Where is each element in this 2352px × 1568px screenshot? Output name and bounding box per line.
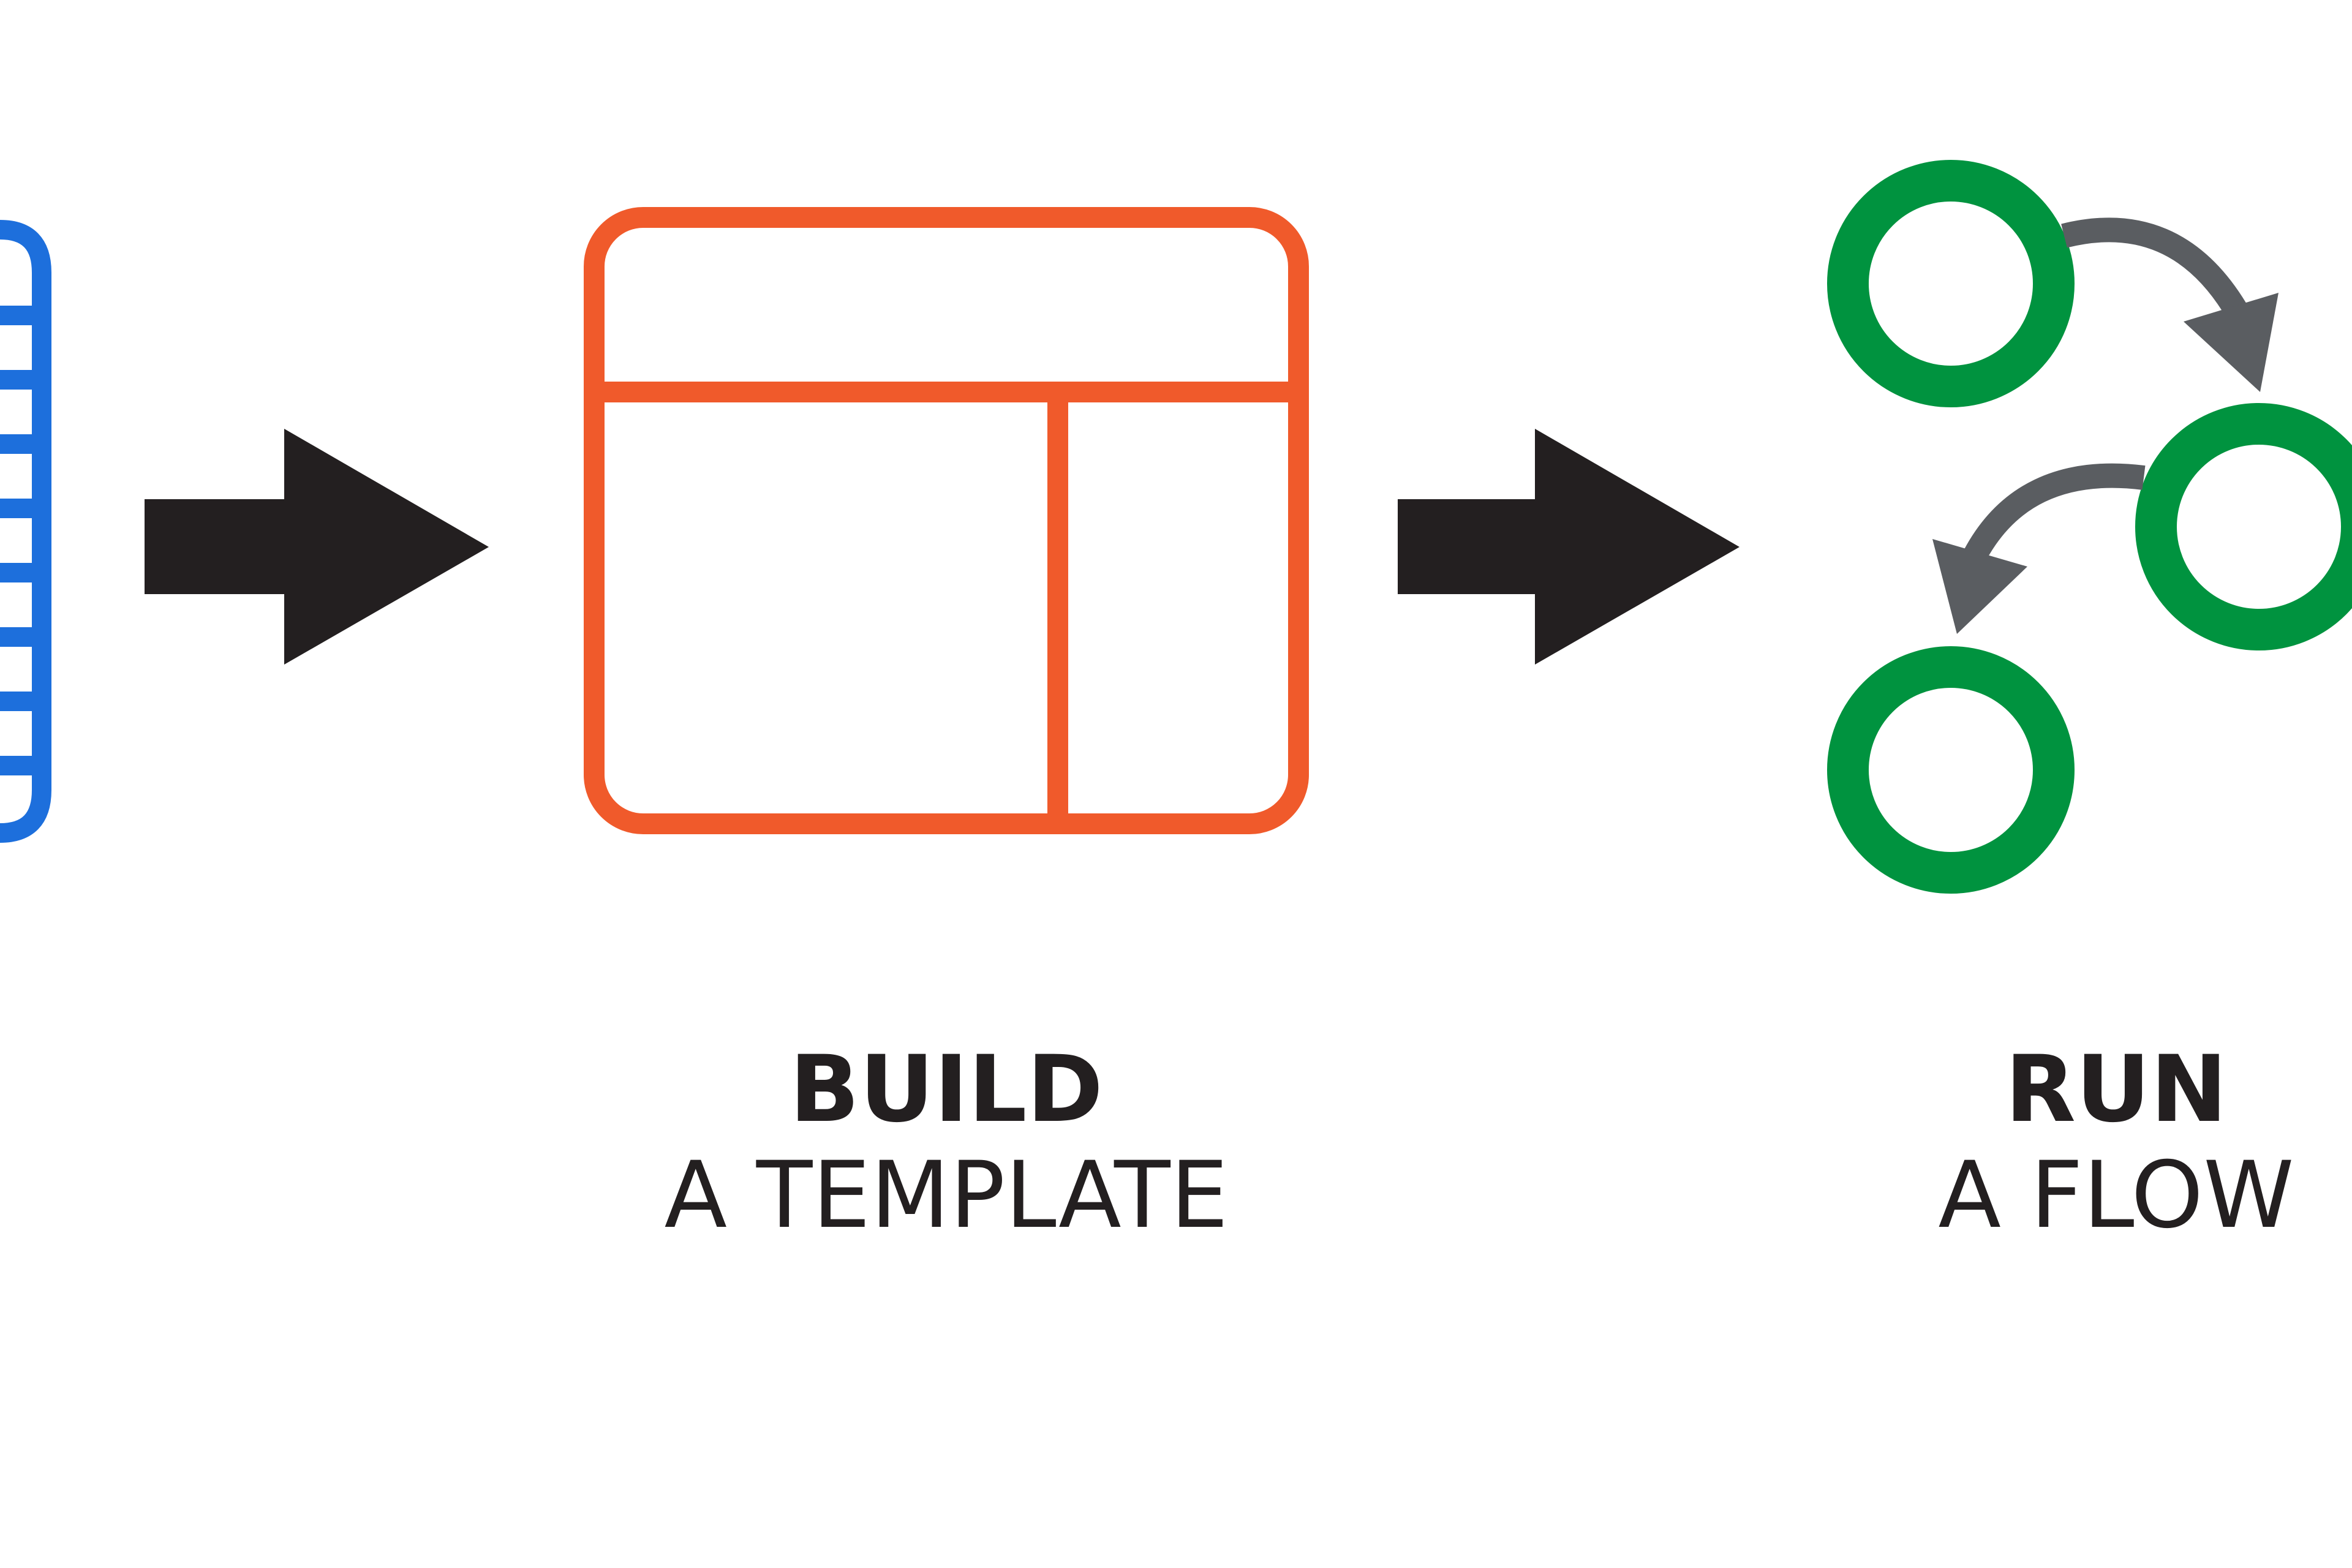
flow-arrow-down-left <box>1961 463 2146 567</box>
process-arrow-1-icon <box>145 429 489 665</box>
step-build-title: BUILD <box>790 1036 1103 1143</box>
flow-arrowhead-2 <box>1932 539 2027 634</box>
flow-nodes-icon <box>1827 160 2352 894</box>
process-arrow-2-icon <box>1398 429 1740 665</box>
step-run-title: RUN <box>2005 1036 2228 1143</box>
template-layout-icon <box>584 207 1309 834</box>
step-build-subtitle: A TEMPLATE <box>665 1142 1229 1249</box>
step-run-subtitle: A FLOW <box>1938 1142 2294 1249</box>
spreadsheet-icon <box>0 220 51 843</box>
flow-node-top <box>1827 160 2075 407</box>
flow-node-bottom <box>1827 646 2075 894</box>
flow-arrowhead-1 <box>2184 293 2278 392</box>
flow-arrow-down-right <box>2061 217 2247 316</box>
flow-node-right <box>2135 403 2352 650</box>
